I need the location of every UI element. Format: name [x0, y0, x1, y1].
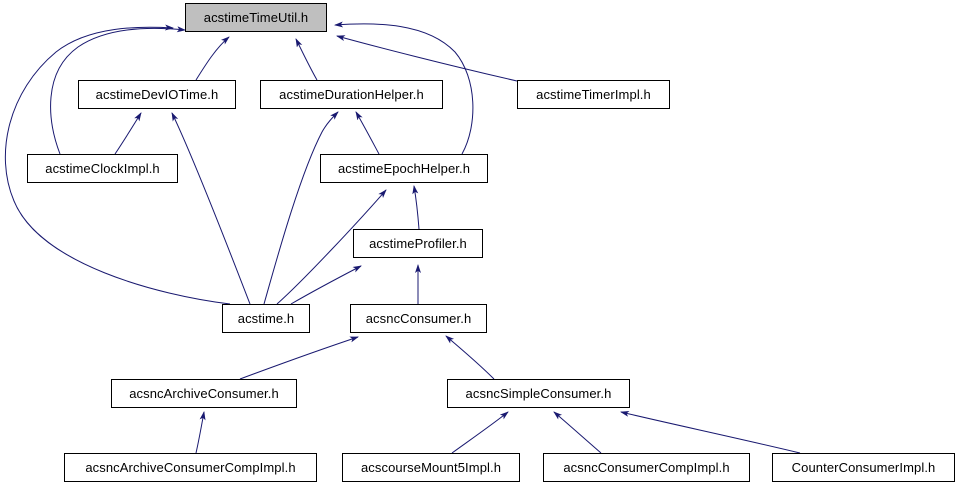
graph-node-consumercompimpl[interactable]: acsncConsumerCompImpl.h: [543, 453, 750, 482]
dependency-edge: [195, 36, 230, 81]
dependency-edge: [620, 410, 801, 454]
graph-node-label: acscourseMount5Impl.h: [360, 460, 502, 475]
dependency-edge: [263, 111, 339, 305]
graph-node-epochhelper[interactable]: acstimeEpochHelper.h: [320, 154, 488, 183]
dependency-edge: [553, 411, 602, 454]
graph-node-archiveconsumer[interactable]: acsncArchiveConsumer.h: [111, 379, 297, 408]
dependency-edge: [171, 112, 251, 305]
dependency-edge: [114, 112, 142, 155]
graph-node-ncconsumer[interactable]: acsncConsumer.h: [350, 304, 487, 333]
dependency-edge: [355, 111, 380, 155]
graph-node-label: acstimeTimeUtil.h: [203, 10, 309, 25]
graph-node-timerimpl[interactable]: acstimeTimerImpl.h: [517, 80, 670, 109]
graph-node-label: acstime.h: [237, 311, 295, 326]
dependency-edge: [336, 35, 518, 82]
graph-node-label: acsncArchiveConsumer.h: [129, 386, 279, 401]
graph-node-label: acsncArchiveConsumerCompImpl.h: [85, 460, 296, 475]
graph-node-label: acstimeDurationHelper.h: [279, 87, 424, 102]
graph-node-simpleconsumer[interactable]: acsncSimpleConsumer.h: [447, 379, 630, 408]
graph-node-durationhelper[interactable]: acstimeDurationHelper.h: [260, 80, 443, 109]
graph-node-label: acsncConsumerCompImpl.h: [563, 460, 730, 475]
graph-node-counterconsumerimpl[interactable]: CounterConsumerImpl.h: [772, 453, 955, 482]
graph-node-label: acstimeProfiler.h: [369, 236, 467, 251]
dependency-edge: [290, 265, 362, 305]
dependency-edge: [334, 21, 474, 155]
graph-node-label: acstimeDevIOTime.h: [95, 87, 219, 102]
graph-node-archivecompimpl[interactable]: acsncArchiveConsumerCompImpl.h: [64, 453, 317, 482]
graph-node-label: acstimeTimerImpl.h: [536, 87, 651, 102]
edges-group: [4, 21, 801, 454]
graph-node-label: acsncConsumer.h: [365, 311, 472, 326]
dependency-edge: [195, 411, 206, 454]
dependency-edge: [50, 26, 186, 155]
graph-node-timeutil[interactable]: acstimeTimeUtil.h: [185, 3, 327, 32]
graph-node-label: acstimeClockImpl.h: [45, 161, 160, 176]
graph-node-label: acstimeEpochHelper.h: [337, 161, 471, 176]
dependency-edge: [451, 411, 509, 454]
graph-node-label: acsncSimpleConsumer.h: [465, 386, 612, 401]
graph-node-mount5impl[interactable]: acscourseMount5Impl.h: [342, 453, 520, 482]
dependency-edge: [445, 335, 495, 380]
dependency-edge: [276, 189, 387, 305]
graph-node-deviotime[interactable]: acstimeDevIOTime.h: [78, 80, 236, 109]
dependency-edge: [4, 24, 231, 305]
graph-node-profiler[interactable]: acstimeProfiler.h: [353, 229, 483, 258]
graph-node-clockimpl[interactable]: acstimeClockImpl.h: [27, 154, 178, 183]
dependency-edge: [239, 336, 359, 380]
graph-node-acstime[interactable]: acstime.h: [222, 304, 310, 333]
dependency-edge: [295, 38, 318, 81]
graph-node-label: CounterConsumerImpl.h: [791, 460, 936, 475]
dependency-edge: [412, 185, 420, 230]
